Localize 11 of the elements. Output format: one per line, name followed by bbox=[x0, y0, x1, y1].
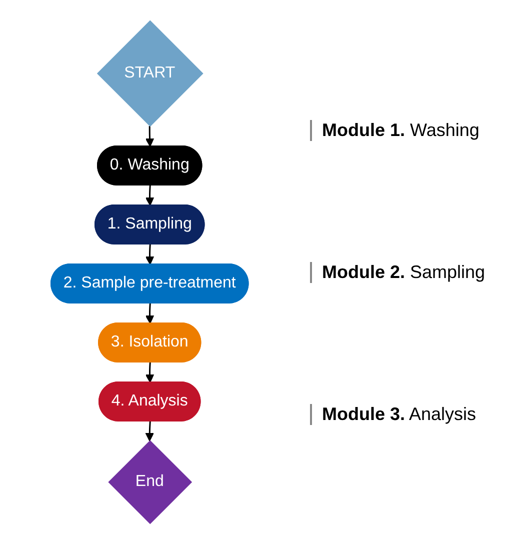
arrow bbox=[146, 422, 154, 442]
module-label: Module 3. Analysis bbox=[310, 404, 513, 425]
arrow bbox=[146, 126, 155, 148]
arrow bbox=[146, 244, 155, 266]
module-label: Module 2. Sampling bbox=[310, 262, 513, 283]
arrow bbox=[146, 186, 155, 206]
node-diamond: End bbox=[108, 440, 192, 524]
arrow bbox=[146, 362, 155, 384]
arrow bbox=[146, 304, 155, 324]
module-label: Module 1. Washing bbox=[310, 120, 513, 142]
node-diamond: START bbox=[97, 20, 204, 127]
